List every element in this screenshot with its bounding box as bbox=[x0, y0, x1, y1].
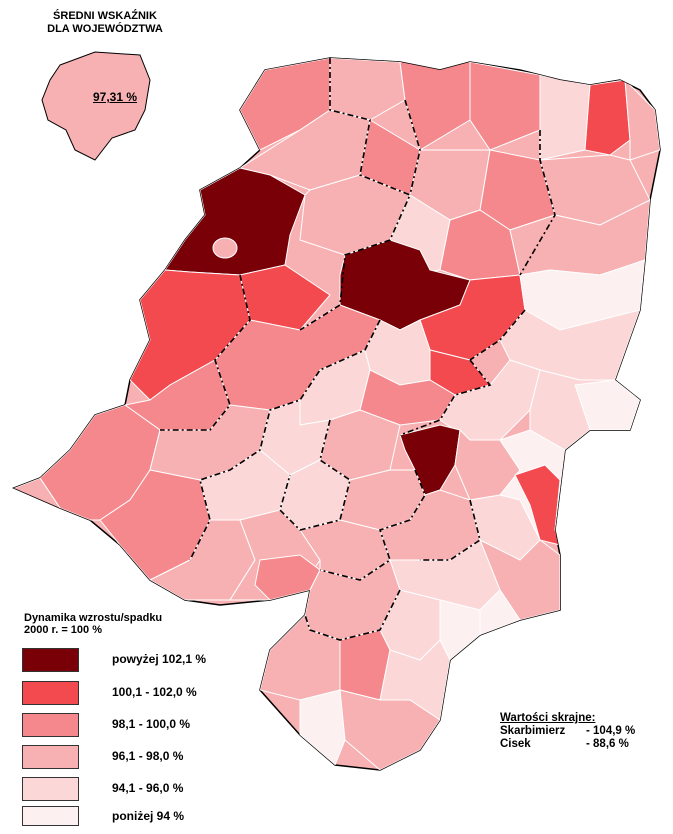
inset-voivodeship-shape bbox=[41, 51, 151, 161]
gmina-area bbox=[574, 379, 641, 431]
legend-title-line1: Dynamika wzrostu/spadku bbox=[24, 612, 163, 624]
legend-title-line2: 2000 r. = 100 % bbox=[24, 624, 102, 636]
legend-swatch bbox=[22, 806, 79, 826]
gmina-area bbox=[584, 79, 631, 156]
legend-label: 96,1 - 98,0 % bbox=[112, 749, 184, 763]
gmina-area bbox=[339, 689, 441, 770]
legend-label: poniżej 94 % bbox=[112, 809, 185, 823]
county-border bbox=[160, 274, 251, 431]
inset-title: ŚREDNI WSKAŹNIK DLA WOJEWÓDZTWA bbox=[30, 10, 180, 36]
gmina-area bbox=[212, 237, 238, 259]
extreme-row: Cisek - 88,6 % bbox=[500, 738, 650, 751]
extreme-value: - 88,6 % bbox=[586, 738, 629, 750]
extreme-values-box: Wartości skrajne: Skarbimierz - 104,9 % … bbox=[500, 712, 650, 751]
legend-label: 98,1 - 100,0 % bbox=[112, 717, 191, 731]
county-border bbox=[319, 469, 426, 581]
county-border bbox=[404, 99, 421, 196]
inset-title-line1: ŚREDNI WSKAŹNIK bbox=[53, 10, 157, 22]
extreme-name: Cisek bbox=[500, 738, 531, 750]
extreme-value: - 104,9 % bbox=[586, 725, 636, 737]
inset-title-line2: DLA WOJEWÓDZTWA bbox=[47, 23, 163, 35]
extreme-values-heading: Wartości skrajne: bbox=[500, 712, 596, 724]
legend-label: 94,1 - 96,0 % bbox=[112, 781, 184, 795]
county-border bbox=[304, 589, 401, 641]
legend-swatch bbox=[22, 777, 79, 801]
legend-label: powyżej 102,1 % bbox=[112, 652, 207, 666]
legend-swatch bbox=[22, 713, 79, 737]
gmina-area bbox=[624, 78, 660, 161]
gmina-area bbox=[469, 61, 541, 151]
county-border bbox=[420, 499, 481, 561]
county-border bbox=[299, 58, 412, 331]
gmina-area bbox=[539, 74, 591, 161]
legend-swatch bbox=[22, 648, 79, 672]
legend-swatch bbox=[22, 681, 79, 705]
gmina-area bbox=[299, 689, 346, 766]
county-border bbox=[519, 130, 556, 276]
gmina-area bbox=[164, 167, 306, 276]
county-border bbox=[189, 319, 381, 561]
legend-title: Dynamika wzrostu/spadku 2000 r. = 100 % bbox=[24, 612, 162, 636]
extreme-row: Skarbimierz - 104,9 % bbox=[500, 725, 650, 738]
extreme-name: Skarbimierz bbox=[500, 725, 566, 737]
legend-swatch bbox=[22, 745, 79, 769]
legend-label: 100,1 - 102,0 % bbox=[112, 685, 197, 699]
average-indicator-value: 97,31 % bbox=[92, 90, 138, 104]
